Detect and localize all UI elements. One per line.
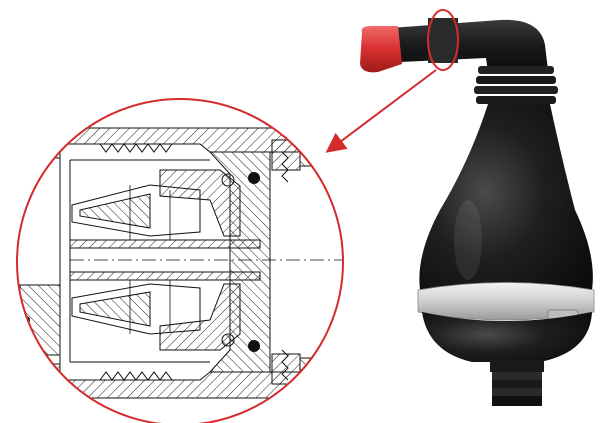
arrow-icon [325, 69, 437, 153]
threaded-outlet [490, 360, 544, 406]
air-valve-render [360, 18, 595, 406]
detail-marker-ellipse [427, 9, 459, 71]
pipe-band [428, 18, 458, 63]
bulb-body [419, 104, 593, 300]
red-cap [360, 26, 402, 73]
detail-circle [16, 98, 344, 423]
lower-dome [422, 312, 592, 362]
section-detail [17, 99, 343, 423]
elbow-pipe [390, 19, 548, 72]
neck-ribs [474, 66, 558, 104]
